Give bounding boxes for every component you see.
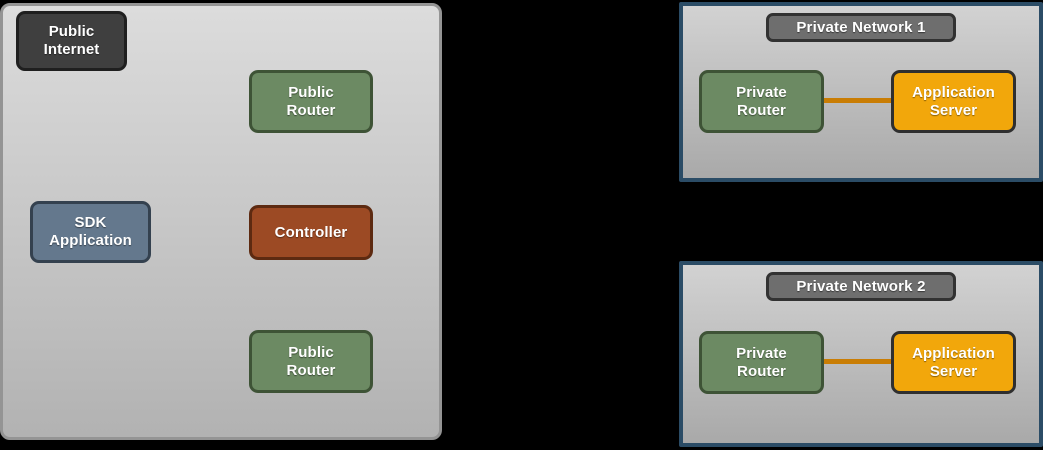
controller-label: Controller — [274, 223, 348, 241]
private-router-2-node[interactable]: Private Router — [699, 331, 824, 394]
application-server-1-label: Application Server — [912, 83, 995, 119]
public-router-top-label: Public Router — [286, 83, 336, 119]
controller-node[interactable]: Controller — [249, 205, 373, 260]
application-server-2-node[interactable]: Application Server — [891, 331, 1016, 394]
private-router-1-label: Private Router — [736, 83, 787, 119]
public-router-bottom-label: Public Router — [286, 343, 336, 379]
application-server-1-node[interactable]: Application Server — [891, 70, 1016, 133]
sdk-application-node[interactable]: SDK Application — [30, 201, 151, 263]
public-router-top-node[interactable]: Public Router — [249, 70, 373, 133]
public-router-bottom-node[interactable]: Public Router — [249, 330, 373, 393]
public-internet-label: Public Internet — [43, 23, 100, 58]
private-router-2-to-application-server-2-link — [822, 359, 893, 364]
private-router-1-to-application-server-1-link — [822, 98, 893, 103]
public-internet-node[interactable]: Public Internet — [16, 11, 127, 71]
sdk-application-label: SDK Application — [49, 214, 132, 249]
private-router-1-node[interactable]: Private Router — [699, 70, 824, 133]
private-router-2-label: Private Router — [736, 344, 787, 380]
zone-title-private-network-2: Private Network 2 — [766, 272, 956, 301]
zone-title-private-network-1: Private Network 1 — [766, 13, 956, 42]
application-server-2-label: Application Server — [912, 344, 995, 380]
